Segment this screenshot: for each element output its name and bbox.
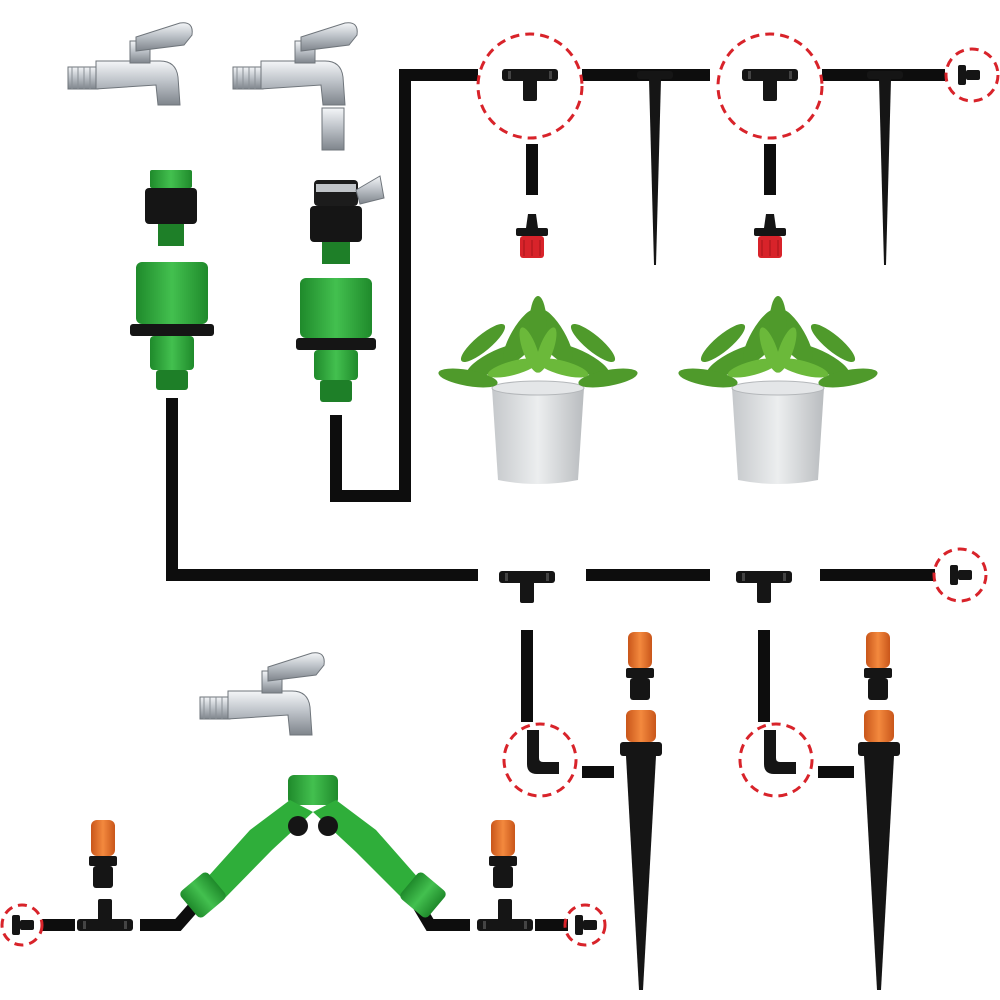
highlight-circle bbox=[502, 722, 578, 798]
end-plug-icon bbox=[958, 65, 980, 85]
tee-connector-icon bbox=[77, 899, 133, 931]
stake-icon bbox=[867, 71, 903, 265]
highlight-circle bbox=[476, 32, 584, 140]
quick-connector-icon bbox=[130, 170, 214, 390]
highlight-circle bbox=[738, 722, 814, 798]
elbow-connector-icon bbox=[764, 730, 796, 774]
plant-pot-icon bbox=[436, 295, 640, 485]
y-splitter-icon bbox=[180, 775, 446, 918]
dripper-icon bbox=[515, 213, 549, 259]
highlight-circle bbox=[944, 47, 1000, 103]
sprinkler-icon bbox=[489, 820, 517, 888]
dripper-icon bbox=[753, 213, 787, 259]
sprinkler-stake-icon bbox=[620, 710, 662, 990]
faucet-icon bbox=[199, 652, 325, 736]
sprinkler-icon bbox=[864, 632, 892, 700]
faucet-icon bbox=[67, 22, 193, 106]
end-plug-icon bbox=[575, 915, 597, 935]
highlight-circle bbox=[0, 903, 44, 947]
sprinkler-stake-icon bbox=[858, 710, 900, 990]
plant-pot-icon bbox=[676, 295, 880, 485]
universal-tap-adapter-icon bbox=[296, 175, 385, 402]
tube-main-lower bbox=[166, 398, 478, 581]
tee-connector-icon bbox=[742, 69, 798, 101]
tee-connector-icon bbox=[477, 899, 533, 931]
end-plug-icon bbox=[12, 915, 34, 935]
tee-connector-icon bbox=[499, 571, 555, 603]
faucet-icon bbox=[232, 22, 358, 106]
tee-connector-icon bbox=[736, 571, 792, 603]
stake-icon bbox=[637, 71, 673, 265]
highlight-circle bbox=[563, 903, 607, 947]
highlight-circle bbox=[716, 32, 824, 140]
highlight-circle bbox=[932, 547, 988, 603]
sprinkler-icon bbox=[626, 632, 654, 700]
highlight-circles bbox=[0, 32, 1000, 947]
tap-nozzle bbox=[321, 107, 345, 151]
elbow-connector-icon bbox=[527, 730, 559, 774]
sprinkler-icon bbox=[89, 820, 117, 888]
tube-main-upper bbox=[330, 69, 478, 502]
end-plug-icon bbox=[950, 565, 972, 585]
tee-connector-icon bbox=[502, 69, 558, 101]
